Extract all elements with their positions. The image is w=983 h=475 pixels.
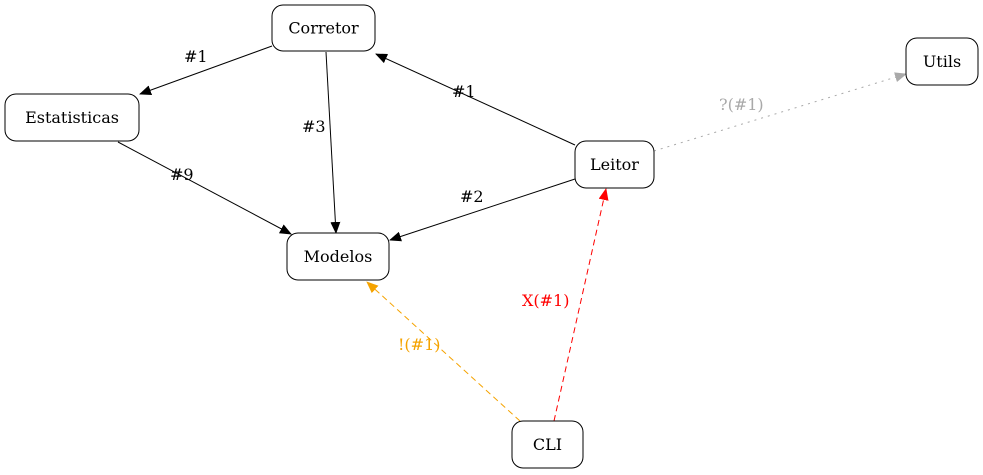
edge-label-leitor-modelos: #2 bbox=[460, 187, 484, 206]
edge-label-cli-leitor: X(#1) bbox=[522, 291, 569, 310]
edge-leitor-corretor: #1 bbox=[375, 53, 576, 146]
node-corretor: Corretor bbox=[271, 4, 376, 52]
edge-leitor-modelos: #2 bbox=[389, 178, 576, 242]
node-label-leitor: Leitor bbox=[590, 155, 639, 174]
edge-label-corretor-modelos: #3 bbox=[302, 117, 326, 136]
edge-label-estatisticas-modelos: #9 bbox=[170, 165, 194, 184]
node-modelos: Modelos bbox=[286, 232, 390, 281]
edge-label-cli-modelos: !(#1) bbox=[398, 335, 441, 354]
edge-label-leitor-corretor: #1 bbox=[452, 82, 476, 101]
edge-cli-modelos: !(#1) bbox=[366, 281, 521, 422]
node-label-corretor: Corretor bbox=[288, 19, 359, 38]
node-cli: CLI bbox=[511, 420, 584, 469]
edge-corretor-modelos: #3 bbox=[302, 51, 341, 234]
edge-leitor-utils: ?(#1) bbox=[653, 72, 907, 152]
node-estatisticas: Estatisticas bbox=[4, 93, 140, 142]
node-label-modelos: Modelos bbox=[304, 247, 373, 266]
edge-label-corretor-estatisticas: #1 bbox=[184, 47, 208, 66]
edge-cli-leitor: X(#1) bbox=[522, 188, 609, 422]
node-utils: Utils bbox=[905, 37, 979, 86]
node-label-cli: CLI bbox=[533, 435, 562, 454]
node-label-estatisticas: Estatisticas bbox=[25, 108, 119, 127]
edge-estatisticas-modelos: #9 bbox=[117, 141, 292, 235]
node-leitor: Leitor bbox=[574, 140, 655, 189]
edge-label-leitor-utils: ?(#1) bbox=[719, 95, 764, 114]
node-label-utils: Utils bbox=[923, 52, 961, 71]
edge-corretor-estatisticas: #1 bbox=[139, 45, 273, 95]
